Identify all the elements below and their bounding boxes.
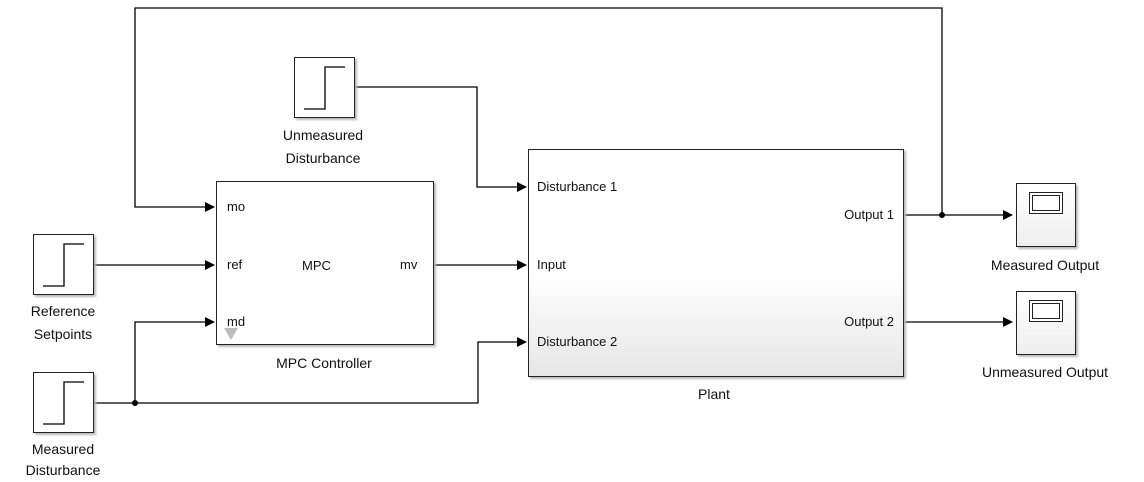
mpc-port-mo: mo — [227, 199, 246, 214]
unmeasured-disturbance-label-2: Disturbance — [285, 150, 361, 166]
step-icon — [43, 243, 84, 287]
measured-disturbance-label-1: Measured — [31, 441, 95, 457]
mpc-controller-block[interactable] — [216, 181, 434, 345]
unmeasured-output-label: Unmeasured Output — [981, 364, 1109, 380]
plant-block[interactable] — [528, 149, 904, 377]
mpc-controller-label: MPC Controller — [276, 355, 372, 371]
unmeasured-disturbance-label-1: Unmeasured — [282, 127, 364, 143]
plant-port-output2: Output 2 — [844, 314, 894, 329]
unmeasured-disturbance-block[interactable] — [294, 57, 355, 118]
mpc-port-mv: mv — [400, 257, 418, 272]
unmeasured-disturbance-wire — [355, 86, 527, 192]
unmeasured-output-scope[interactable] — [1016, 291, 1076, 355]
md-port-triangle — [224, 328, 238, 340]
branch-point-md — [132, 400, 138, 406]
reference-setpoints-label-2: Setpoints — [33, 326, 93, 342]
md-branch-wire — [134, 317, 215, 403]
feedback-wire — [134, 7, 943, 215]
plant-port-disturbance2: Disturbance 2 — [537, 334, 618, 349]
mpc-title: MPC — [302, 258, 331, 273]
scope-icon — [1029, 300, 1063, 322]
plant-label: Plant — [698, 386, 730, 402]
mpc-port-md: md — [227, 314, 246, 329]
reference-setpoints-block[interactable] — [33, 234, 94, 295]
branch-point-output1 — [939, 212, 945, 218]
plant-port-output1: Output 1 — [844, 207, 894, 222]
step-icon — [304, 66, 345, 110]
plant-port-disturbance1: Disturbance 1 — [537, 179, 618, 194]
mpc-port-ref: ref — [227, 257, 243, 272]
measured-output-scope[interactable] — [1016, 183, 1076, 247]
measured-disturbance-wire — [94, 337, 527, 404]
reference-setpoints-label-1: Reference — [30, 303, 96, 319]
measured-output-label: Measured Output — [990, 257, 1100, 273]
measured-disturbance-block[interactable] — [33, 372, 94, 433]
step-icon — [43, 381, 84, 425]
measured-disturbance-label-2: Disturbance — [25, 462, 101, 478]
scope-icon — [1029, 192, 1063, 214]
plant-port-input: Input — [537, 257, 566, 272]
